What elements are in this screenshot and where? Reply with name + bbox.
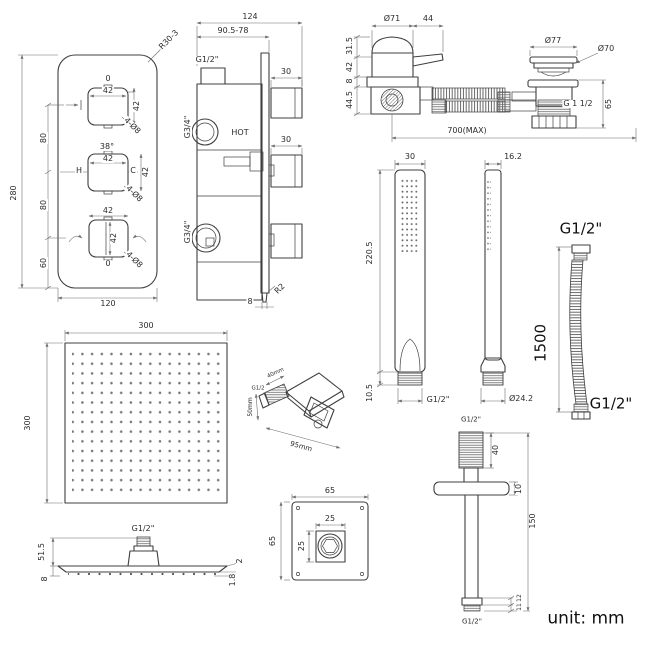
dim-filler-h2: 42 [345,60,354,74]
hot-marker: H [74,166,84,175]
dim-head-width: 300 [137,321,155,330]
dim-head-height: 300 [23,414,32,432]
arm-bottom-thread-label: G1/2" [461,617,483,626]
dim-filler-lever: 44 [421,14,435,23]
port2-thread-label: G3/4" [183,219,192,245]
handset-side-view [480,160,506,404]
dim-head-neck: 51.5 [37,542,46,562]
head-thread-label: G1/2" [130,524,156,533]
dim-plate-width: 65 [323,486,337,495]
dim-segment-mid: 80 [39,198,48,212]
ceiling-arm-view [433,431,530,614]
dim-arm-thread: 40 [491,443,500,457]
dim-knob1-width: 42 [101,86,115,95]
hot-label: HOT [230,128,250,137]
dim-filler-h4: 44.5 [345,90,354,110]
cold-marker: C [129,166,137,175]
dim-filler-h1: 31.5 [345,36,354,56]
dim-filler-dia: Ø71 [382,14,402,23]
hose-top-thread-label: G1/2" [558,219,604,238]
knob1-label: 0 [104,74,112,83]
dim-handset-width: 30 [403,152,417,161]
unit-note: unit: mm [547,608,625,629]
handset-front-view [376,160,426,404]
dim-holder-height: 50mm [247,396,254,418]
valve-front-view [18,43,167,302]
knob2-temp-label: 38° [98,142,116,151]
hose-bottom-thread-label: G1/2" [588,394,634,413]
dim-head-edge: 2 [235,557,244,565]
valve-side-view [191,21,303,309]
dim-segment-top: 80 [39,131,48,145]
dim-handset-tail: 10.5 [365,383,374,403]
wall-holder-view [254,372,345,449]
dim-plate-thickness: 8 [246,297,254,306]
escutcheon-view [279,494,369,581]
port1-thread-label: G3/4" [183,114,192,140]
dim-knob2-height: 42 [141,165,150,179]
head-front-view [44,330,228,504]
bath-filler-view [353,24,637,142]
dim-knob3-height: 42 [109,231,118,245]
dim-filler-h3: 8 [345,77,354,85]
dim-segment-bottom: 60 [39,256,48,270]
dim-wand-dia: Ø24.2 [507,394,535,403]
dim-knob3-width: 42 [101,206,115,215]
inlet-thread-label: G1/2" [194,55,220,64]
dim-hose-length: 1500 [531,322,550,364]
dim-plate-height: 65 [268,534,277,548]
dim-handle1-depth: 30 [279,67,293,76]
dim-handset-length: 220.5 [365,240,374,266]
dim-plate-inner-width: 25 [323,514,337,523]
dim-arm-length: 150 [528,512,537,530]
head-side-view [50,536,239,577]
dim-waste-cap-dia: Ø77 [543,36,563,45]
dim-valve-depth-overall: 124 [241,12,259,21]
dim-waste-height: 65 [604,97,613,111]
dim-wand-width: 16.2 [503,152,523,161]
dim-valve-depth-range: 90.5-78 [216,26,250,35]
dim-knob2-width: 42 [101,154,115,163]
dim-head-depth: 8 [40,575,49,583]
shower-hose-view [556,244,591,420]
dim-hose-max-length: 700(MAX) [446,126,488,135]
dim-panel-height: 280 [9,184,18,202]
dim-arm-flange: 10 [514,482,523,496]
knob3-label: 0 [104,259,112,268]
dim-arm-tip2: 11 [516,602,523,612]
dim-knob1-height: 42 [132,99,141,113]
dim-panel-width: 120 [99,299,117,308]
dim-handle2-depth: 30 [279,135,293,144]
arm-top-thread-label: G1/2" [460,415,482,424]
handset-thread-label: G1/2" [425,395,451,404]
dim-plate-inner-height: 25 [297,539,306,553]
dim-head-panel: 1.8 [228,572,237,588]
waste-drain-view [497,45,606,129]
waste-thread-label: G 1 1/2 [562,99,594,108]
holder-thread-label: G1/2 [250,385,266,392]
dim-waste-dia: Ø70 [596,44,616,53]
